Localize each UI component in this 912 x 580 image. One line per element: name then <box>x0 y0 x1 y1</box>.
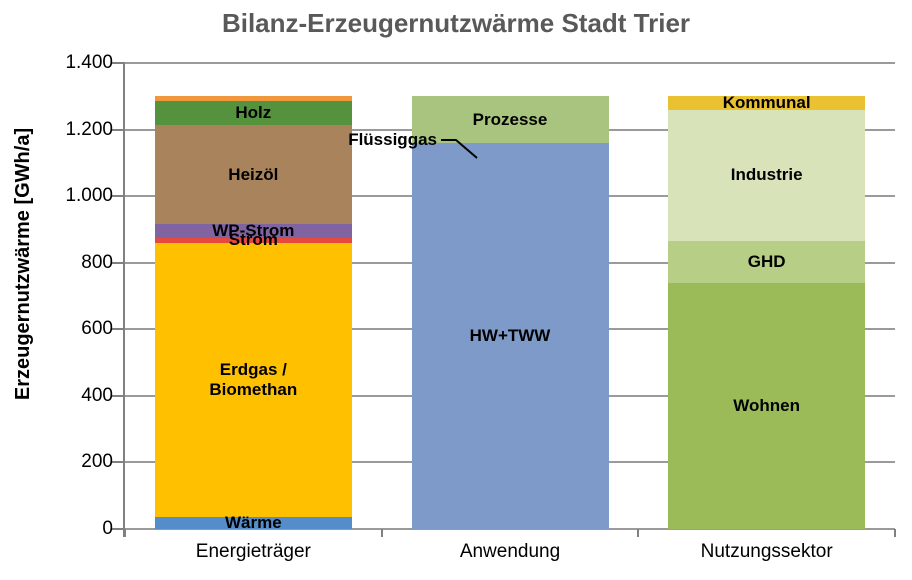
chart-title: Bilanz-Erzeugernutzwärme Stadt Trier <box>221 8 691 38</box>
bar-segment <box>154 96 352 102</box>
bar-segment <box>668 96 866 110</box>
segment-label: Prozesse <box>472 109 548 129</box>
bar-segment <box>668 241 866 283</box>
x-tick-mark <box>381 529 383 537</box>
bar-segment <box>154 517 352 529</box>
category-label: Anwendung <box>459 541 561 562</box>
y-tick-label: 0 <box>102 518 113 539</box>
segment-label: Wohnen <box>733 395 801 415</box>
segment-label: Erdgas /Biomethan <box>209 360 298 400</box>
y-tick-mark <box>112 394 125 397</box>
category-label: Nutzungssektor <box>700 541 833 562</box>
y-tick-mark <box>112 195 125 198</box>
y-tick-label: 400 <box>81 384 113 406</box>
y-tick-label: 600 <box>81 318 113 340</box>
segment-label: Heizöl <box>228 164 279 184</box>
fluessiggas-callout-label: Flüssiggas <box>348 130 437 149</box>
y-tick-label: 1.200 <box>65 118 113 140</box>
segment-label: Wärme <box>224 513 282 533</box>
bar-segment <box>668 282 866 529</box>
bar-segment <box>154 242 352 518</box>
segment-label: Strom <box>228 230 278 250</box>
segment-label: WP-Strom <box>212 221 295 241</box>
y-tick-mark <box>112 261 125 264</box>
gridline <box>125 528 895 530</box>
x-tick-mark <box>894 529 896 537</box>
segment-label: Industrie <box>730 165 803 185</box>
y-tick-label: 1.400 <box>65 52 113 73</box>
fluessiggas-callout-line <box>441 139 478 159</box>
category-label: Energieträger <box>195 541 311 562</box>
segment-label: HW+TWW <box>469 325 551 345</box>
gridline <box>125 62 895 64</box>
y-tick-label: 800 <box>81 251 113 273</box>
bar-segment <box>411 96 609 143</box>
segment-label: Kommunal <box>722 92 811 112</box>
bar-segment <box>668 109 866 242</box>
y-tick-mark <box>112 62 125 64</box>
segment-label: Holz <box>235 102 272 122</box>
y-tick-mark <box>112 128 125 131</box>
y-tick-label: 1.000 <box>65 185 113 207</box>
x-tick-mark <box>637 529 639 537</box>
bar-segment <box>154 124 352 225</box>
y-tick-mark <box>112 328 125 331</box>
y-tick-mark <box>112 528 125 530</box>
y-tick-label: 200 <box>81 451 113 473</box>
bar-segment <box>154 224 352 238</box>
y-tick-mark <box>112 461 125 464</box>
bar-segment <box>154 101 352 125</box>
y-axis-line <box>123 63 125 537</box>
segment-label: GHD <box>747 251 786 271</box>
bar-segment <box>411 142 609 529</box>
y-axis-title: Erzeugernutzwärme [GWh/a] <box>12 127 34 401</box>
x-tick-mark <box>124 529 126 537</box>
bar-segment <box>154 237 352 243</box>
